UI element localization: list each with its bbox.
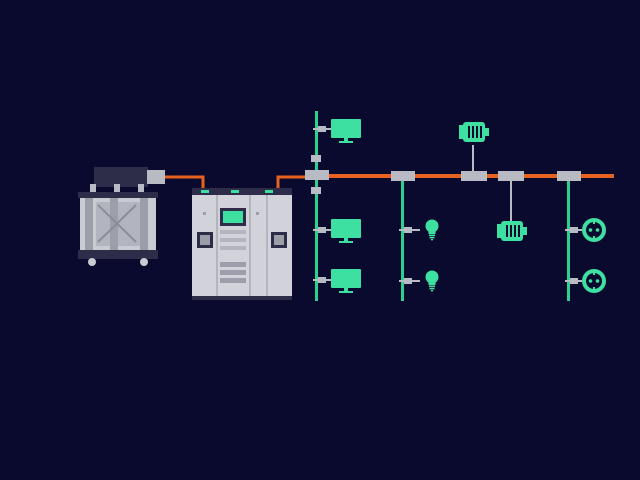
switchgear-cabinet-icon <box>192 188 292 300</box>
feeder-3 <box>459 122 527 241</box>
light-bulb-icon <box>425 219 439 241</box>
feeder-2 <box>391 171 439 301</box>
power-cable <box>164 175 318 188</box>
power-socket-icon <box>582 269 606 293</box>
feeder-1 <box>305 111 361 301</box>
transformer-icon <box>78 167 165 266</box>
monitor-icon <box>331 269 361 293</box>
monitor-icon <box>331 119 361 143</box>
monitor-icon <box>331 219 361 243</box>
feeder-4 <box>557 171 606 301</box>
motor-icon <box>459 122 489 142</box>
power-socket-icon <box>582 218 606 242</box>
light-bulb-icon <box>425 270 439 292</box>
motor-icon <box>497 221 527 241</box>
